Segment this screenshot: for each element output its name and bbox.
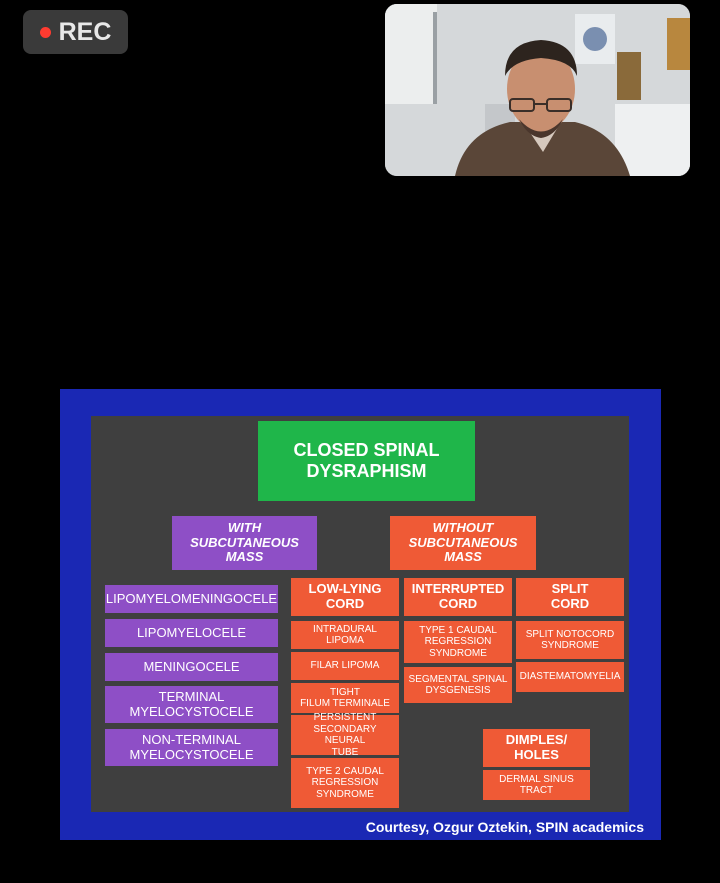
intradural-lipoma-box: INTRADURAL LIPOMA — [291, 621, 399, 649]
non-terminal-myelocystocele-box: NON-TERMINAL MYELOCYSTOCELE — [105, 729, 278, 766]
low-lying-cord-box: LOW-LYING CORD — [291, 578, 399, 616]
split-cord-box: SPLIT CORD — [516, 578, 624, 616]
segmental-spinal-dysgenesis-box: SEGMENTAL SPINAL DYSGENESIS — [404, 667, 512, 703]
dermal-sinus-tract-box: DERMAL SINUS TRACT — [483, 770, 590, 800]
webcam-video-tile[interactable] — [385, 4, 690, 176]
presentation-frame: CLOSED SPINAL DYSRAPHISM WITH SUBCUTANEO… — [60, 389, 661, 840]
meningocele-box: MENINGOCELE — [105, 653, 278, 681]
with-subcutaneous-mass-box: WITH SUBCUTANEOUS MASS — [172, 516, 317, 570]
lipomyelomeningocele-box: LIPOMYELOMENINGOCELE — [105, 585, 278, 613]
dimples-holes-box: DIMPLES/ HOLES — [483, 729, 590, 767]
type-2-caudal-regression-box: TYPE 2 CAUDAL REGRESSION SYNDROME — [291, 758, 399, 808]
title-box: CLOSED SPINAL DYSRAPHISM — [258, 421, 475, 501]
split-notocord-syndrome-box: SPLIT NOTOCORD SYNDROME — [516, 621, 624, 659]
tight-filum-terminale-box: TIGHT FILUM TERMINALE — [291, 683, 399, 713]
terminal-myelocystocele-box: TERMINAL MYELOCYSTOCELE — [105, 686, 278, 723]
persistent-secondary-neural-tube-box: PERSISTENT SECONDARY NEURAL TUBE — [291, 712, 399, 758]
lipomyelocele-box: LIPOMYELOCELE — [105, 619, 278, 647]
recording-indicator: REC — [23, 10, 128, 54]
recording-label: REC — [58, 17, 112, 46]
without-subcutaneous-mass-box: WITHOUT SUBCUTANEOUS MASS — [390, 516, 536, 570]
record-dot-icon — [39, 26, 51, 38]
slide: CLOSED SPINAL DYSRAPHISM WITH SUBCUTANEO… — [91, 416, 629, 812]
presenter-video-image — [385, 4, 690, 176]
slide-credit: Courtesy, Ozgur Oztekin, SPIN academics — [365, 819, 644, 835]
type-1-caudal-regression-box: TYPE 1 CAUDAL REGRESSION SYNDROME — [404, 621, 512, 663]
interrupted-cord-box: INTERRUPTED CORD — [404, 578, 512, 616]
diastematomyelia-box: DIASTEMATOMYELIA — [516, 662, 624, 692]
filar-lipoma-box: FILAR LIPOMA — [291, 652, 399, 680]
